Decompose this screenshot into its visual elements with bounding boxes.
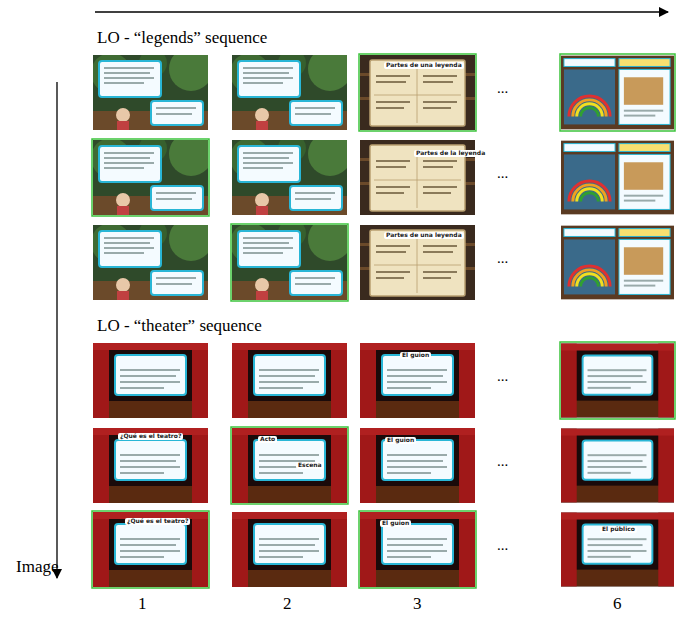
slide-thumbnail [93, 512, 208, 587]
slide-heading: Partes de una leyenda [384, 62, 464, 69]
slide-heading: El público [600, 526, 637, 533]
ellipsis: ... [497, 453, 508, 470]
slide-thumbnail [360, 55, 475, 130]
ellipsis: ... [497, 537, 508, 554]
slide-thumbnail [91, 217, 213, 300]
axis-label: 6 [613, 594, 622, 614]
selection-outline [92, 54, 675, 588]
slide-thumbnail [561, 344, 674, 418]
slide-thumbnail [360, 225, 475, 300]
axis-label: 1 [138, 594, 147, 614]
slide-heading: Partes de una leyenda [384, 232, 464, 239]
slide-thumbnail [232, 428, 347, 503]
slide-thumbnail [91, 132, 213, 215]
slide-thumbnail [360, 512, 475, 587]
axis-arrow [56, 82, 57, 578]
slide-heading: El guion [380, 520, 411, 527]
slide-thumbnail [91, 47, 213, 130]
slide-thumbnail [232, 343, 347, 418]
ellipsis: ... [497, 250, 508, 267]
slide-heading: El guion [400, 352, 431, 359]
slide-thumbnail [561, 226, 674, 300]
slide-heading: El guion [385, 437, 416, 444]
slide-thumbnail [561, 429, 674, 503]
axis-label: 2 [283, 594, 292, 614]
ellipsis: ... [497, 80, 508, 97]
axis-label: Image [16, 557, 58, 577]
slide-thumbnail [93, 343, 208, 418]
slide-heading: Escena [296, 462, 324, 469]
slide-thumbnail [230, 132, 352, 215]
slide-thumbnail [561, 141, 674, 215]
axis-label: LO - “theater” sequence [97, 316, 262, 336]
ellipsis: ... [497, 165, 508, 182]
slide-thumbnail [93, 428, 208, 503]
ellipsis: ... [497, 368, 508, 385]
slide-thumbnail [561, 513, 674, 587]
axis-label: LO - “legends” sequence [97, 28, 267, 48]
slide-heading: ¿Qué es el teatro? [118, 433, 183, 440]
slide-thumbnail [360, 428, 475, 503]
slide-thumbnail [232, 512, 347, 587]
slide-heading: ¿Qué es el teatro? [125, 518, 190, 525]
slide-thumbnail [230, 47, 352, 130]
slide-thumbnail [360, 343, 475, 418]
slide-heading: Partes de la leyenda [414, 150, 487, 157]
slide-thumbnail [561, 56, 674, 130]
slide-thumbnail [230, 217, 352, 300]
axis-arrow [95, 11, 668, 12]
axis-label: 3 [413, 594, 422, 614]
slide-heading: Acto [258, 436, 277, 443]
